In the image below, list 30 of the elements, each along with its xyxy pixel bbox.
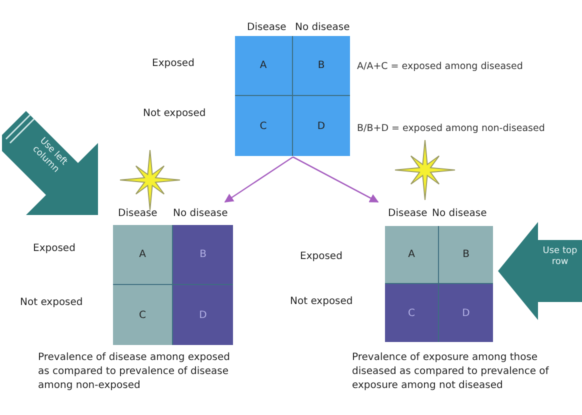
column-header: Disease — [388, 208, 428, 219]
arrow — [224, 156, 294, 203]
column-header: Disease — [118, 208, 158, 219]
block-arrow: Use top row — [498, 222, 582, 320]
table-cell: A — [385, 226, 439, 284]
table-cell: A — [113, 225, 173, 285]
column-header: No disease — [295, 22, 350, 33]
formula-text: A/A+C = exposed among diseased — [357, 61, 523, 72]
table-cell: C — [385, 284, 439, 342]
column-header: No disease — [432, 208, 487, 219]
description-text: Prevalence of disease among exposed as compared to prevalence of disease among non-exposed — [38, 351, 231, 393]
table-cell: B — [439, 226, 493, 284]
table-cell: D — [292, 96, 350, 156]
table-cell: B — [173, 225, 233, 285]
row-header: Exposed — [33, 243, 76, 254]
row-header: Exposed — [152, 58, 194, 69]
row-header: Not exposed — [143, 108, 206, 119]
table-cell: A — [235, 36, 292, 96]
description-text: Prevalence of exposure among those diseased as compared to prevalence of exposure among not diseased — [352, 351, 550, 393]
table-cell: D — [173, 285, 233, 345]
row-header: Not exposed — [290, 296, 353, 307]
column-header: No disease — [173, 208, 228, 219]
column-header: Disease — [247, 22, 286, 33]
table-cell: D — [439, 284, 493, 342]
arrow — [292, 156, 379, 203]
table-cell: C — [235, 96, 292, 156]
row-header: Exposed — [300, 251, 342, 262]
row-header: Not exposed — [20, 297, 83, 308]
table-cell: C — [113, 285, 173, 345]
table-cell: B — [292, 36, 350, 96]
